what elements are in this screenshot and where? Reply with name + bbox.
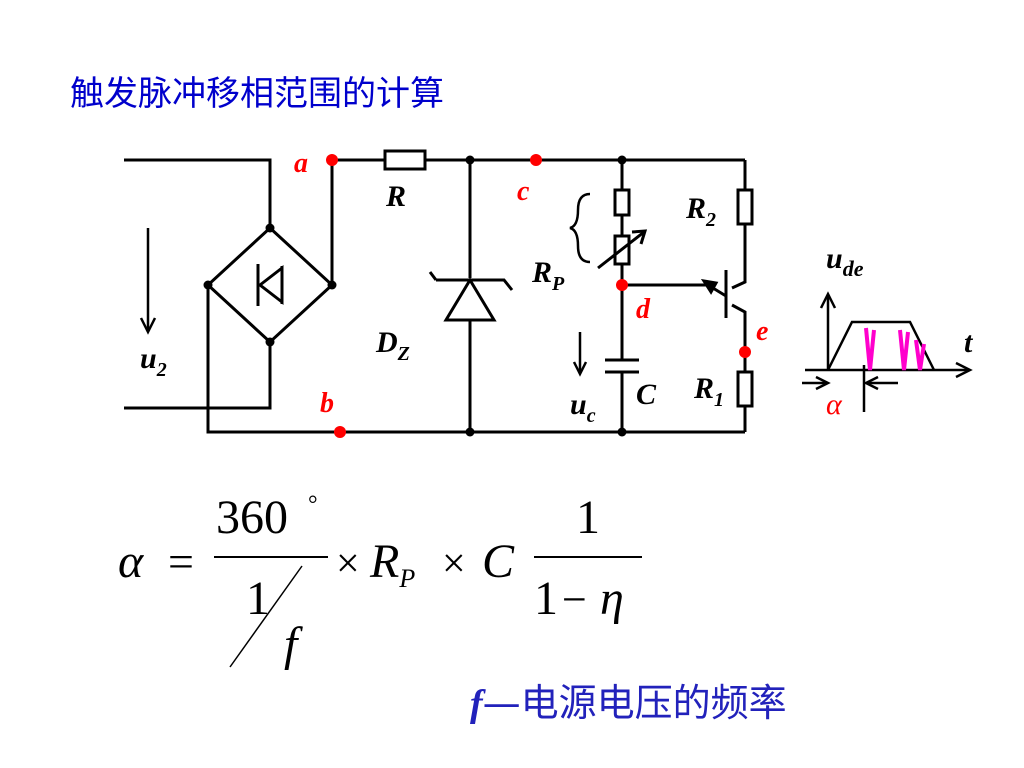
uc-arrow-icon	[572, 332, 588, 377]
r1-label: R1	[693, 372, 724, 411]
formula-den2-one: 1	[534, 572, 558, 625]
waveform-y-label: ude	[826, 242, 864, 281]
capacitor-label: C	[636, 378, 657, 411]
node-e-label: e	[756, 316, 768, 347]
trigger-pulse	[898, 329, 910, 371]
alpha-arrow-left-head-icon	[815, 375, 831, 391]
formula-degree: °	[308, 492, 318, 518]
trigger-pulse	[864, 327, 876, 371]
alpha-arrow-right-head-icon	[863, 375, 879, 391]
resistor-r1	[736, 370, 754, 408]
formula-numerator-2: 1	[576, 491, 600, 544]
ground-rail	[206, 285, 745, 434]
r2-label: R2	[685, 192, 716, 231]
formula-den2-minus: −	[562, 575, 587, 624]
waveform-y-arrow-icon	[819, 291, 837, 309]
node-a-label: a	[294, 148, 308, 179]
zener-diode-icon	[428, 271, 514, 322]
waveform-x-arrow-icon	[955, 361, 973, 379]
junction-dots	[203, 155, 627, 437]
resistor-r2	[736, 188, 754, 226]
resistor-r	[383, 149, 427, 171]
rp-resistor-upper	[613, 188, 631, 217]
rp-brace-icon	[569, 192, 591, 264]
resistor-r-label: R	[385, 180, 406, 213]
formula-lhs: α	[118, 535, 144, 588]
transistor-icon	[700, 270, 728, 318]
input-wire-bottom	[124, 342, 272, 410]
slide-title: 触发脉冲移相范围的计算	[70, 74, 444, 114]
capacitor-c	[605, 358, 639, 374]
alpha-label: α	[826, 388, 843, 421]
formula-c: C	[482, 535, 515, 588]
note-text: 电源电压的频率	[520, 681, 787, 725]
dz-label: DZ	[375, 326, 410, 365]
formula-slash	[229, 565, 303, 668]
node-d-dot	[616, 279, 628, 291]
formula-times-2: ×	[442, 541, 466, 587]
bridge-diode-icon	[256, 264, 284, 306]
formula-equals: =	[168, 536, 194, 587]
formula-numerator: 360	[216, 491, 288, 544]
r2-wire-bottom	[731, 224, 747, 290]
input-wire-top	[124, 158, 272, 228]
node-b-label: b	[320, 388, 334, 419]
node-b-dot	[334, 426, 346, 438]
formula-den2-eta: η	[600, 572, 624, 625]
u2-arrow-icon	[139, 228, 157, 335]
node-markers	[326, 154, 751, 438]
frequency-note: f—电源电压的频率	[470, 672, 787, 727]
note-symbol: f	[470, 683, 483, 725]
rp-label: RP	[531, 256, 565, 295]
node-d-label: d	[636, 294, 651, 325]
uc-label: uc	[570, 388, 596, 427]
node-c-label: c	[517, 176, 530, 207]
bridge-rectifier	[205, 225, 335, 345]
trigger-pulses	[864, 327, 926, 371]
node-c-dot	[530, 154, 542, 166]
node-e-dot	[739, 346, 751, 358]
u2-label: u2	[140, 342, 167, 381]
note-dash: —	[482, 681, 521, 725]
emitter-wire	[731, 303, 747, 372]
node-a-dot	[326, 154, 338, 166]
formula-rp: RP	[369, 535, 415, 593]
formula-den-f: f	[284, 618, 303, 671]
trigger-pulse	[914, 339, 926, 371]
variable-arrow-icon	[597, 229, 648, 270]
bridge-output-plus	[330, 158, 385, 285]
alpha-formula: α = 360 ° 1 f × RP × C 1 1 − η	[118, 491, 642, 671]
waveform-x-label: t	[964, 326, 974, 359]
formula-times-1: ×	[336, 541, 360, 587]
